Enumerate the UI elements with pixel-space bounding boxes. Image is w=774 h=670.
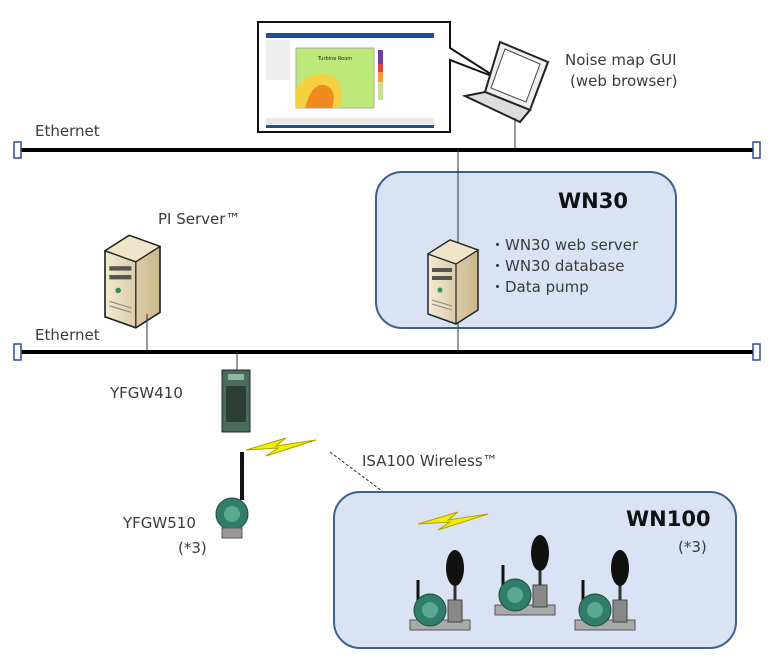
ethernet-bus-2 [13,343,761,361]
ethernet-bus-1 [13,141,761,159]
pi-server-icon [104,234,161,329]
wn30-server-icon [427,239,479,325]
yfgw510-device-icon [215,452,249,539]
gui-label-line2: (web browser) [570,72,678,90]
wn30-item: ・WN30 database [490,257,624,275]
laptop-icon [461,40,550,124]
yfgw510-note: (*3) [178,539,207,557]
yfgw410-device-icon [221,369,251,433]
wireless-label: ISA100 Wireless™ [362,452,498,470]
yfgw510-label: YFGW510 [122,514,196,532]
wn100-note: (*3) [678,538,707,556]
yfgw410-label: YFGW410 [109,384,183,402]
wn100-title: WN100 [626,507,711,531]
noise-map-gui-screenshot: Turbine Room [257,21,498,133]
ethernet-label-2: Ethernet [35,326,100,344]
gui-label-line1: Noise map GUI [565,51,677,69]
ethernet-label-1: Ethernet [35,122,100,140]
pi-server-label: PI Server™ [158,210,240,228]
wireless-lightning-icon [245,437,317,457]
wn30-item: ・Data pump [490,278,589,296]
wn30-title: WN30 [558,189,628,213]
gui-screen-title: Turbine Room [317,56,352,62]
wn30-item: ・WN30 web server [490,236,639,254]
